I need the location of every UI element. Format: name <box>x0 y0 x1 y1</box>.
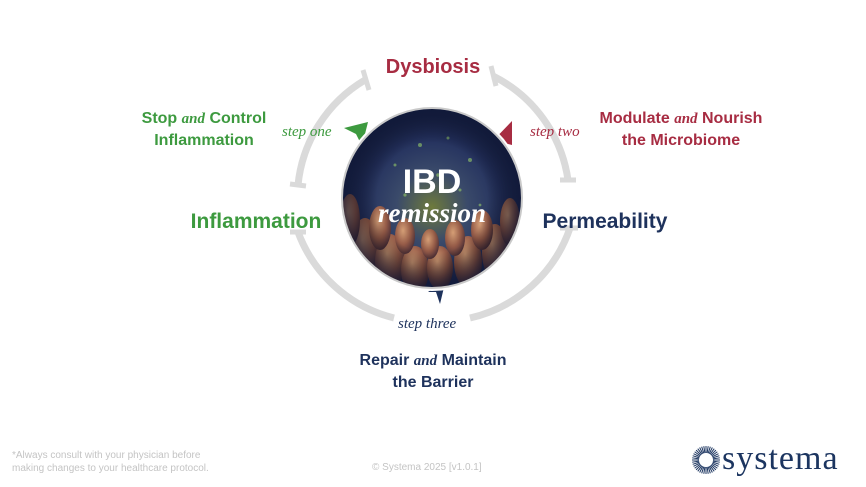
node-dysbiosis: Dysbiosis <box>385 56 481 78</box>
center-subtitle: remission <box>378 198 486 228</box>
action-modulate-w1: Modulate <box>599 110 670 127</box>
ring-arc-left <box>294 230 395 322</box>
sunburst-ray <box>711 463 718 469</box>
sunburst-ray <box>712 461 720 465</box>
action-stop-conn: and <box>181 111 205 127</box>
cycle-ring <box>294 72 574 322</box>
ring-arc-top-right <box>491 72 572 181</box>
sunburst-ray <box>710 464 717 471</box>
ring-end-caps <box>289 65 578 235</box>
sunburst-ray <box>709 448 715 455</box>
node-permeability: Permeability <box>542 210 668 233</box>
disclaimer-line2: making changes to your healthcare protoc… <box>12 463 209 474</box>
sunburst-ray <box>692 457 700 460</box>
sunburst-ray <box>707 446 711 454</box>
action-modulate-conn: and <box>674 111 698 127</box>
sunburst-ray <box>711 451 718 457</box>
sunburst-ray <box>693 453 700 458</box>
action-stop-control: Stop and Control Inflammation <box>126 108 282 151</box>
sunburst-ray <box>695 464 702 471</box>
center-image-circle: IBD remission <box>339 105 525 291</box>
brand-wordmark: systema <box>722 440 839 477</box>
copyright: © Systema 2025 [v1.0.1] <box>372 462 482 473</box>
sunburst-ray <box>703 446 706 454</box>
sunburst-ray <box>699 447 704 454</box>
sunburst-ray <box>697 448 703 455</box>
sunburst-ray <box>701 466 705 474</box>
action-repair-w1: Repair <box>359 352 410 369</box>
action-repair-conn: and <box>413 353 438 369</box>
action-stop-line2: Inflammation <box>154 132 254 149</box>
ring-arc-top-left <box>294 76 367 186</box>
action-repair-line2: the Barrier <box>392 374 474 391</box>
sunburst-ray <box>712 455 720 459</box>
sunburst-ray <box>699 466 704 473</box>
ring-arc-right <box>469 226 574 322</box>
sunburst-ray <box>701 446 705 454</box>
action-repair-w2: Maintain <box>441 352 507 369</box>
disclaimer: *Always consult with your physician befo… <box>12 449 209 475</box>
sunburst-ray <box>703 466 706 474</box>
sunburst-ray <box>712 462 719 467</box>
sunburst-ray <box>706 446 709 454</box>
action-modulate-nourish: Modulate and Nourish the Microbiome <box>582 108 780 151</box>
step-three-label: step three <box>398 316 457 332</box>
sunburst-ray <box>712 457 720 460</box>
sunburst-ray <box>692 460 700 463</box>
step-two-label: step two <box>530 124 580 140</box>
sunburst-ray <box>694 463 701 469</box>
action-repair-maintain: Repair and Maintain the Barrier <box>335 350 531 393</box>
action-modulate-w2: Nourish <box>702 110 763 127</box>
sunburst-ray <box>692 455 700 459</box>
center-title: IBD <box>403 163 462 201</box>
sunburst-ray <box>694 451 701 457</box>
sunburst-ray <box>692 461 700 465</box>
sunburst-logo-icon <box>692 446 720 474</box>
action-stop-w1: Stop <box>141 110 178 127</box>
sunburst-ray <box>708 466 713 473</box>
sunburst-ray <box>708 447 713 454</box>
sunburst-ray <box>707 466 711 474</box>
sunburst-ray <box>706 466 709 474</box>
sunburst-ray <box>695 449 702 456</box>
sunburst-ray <box>697 465 703 472</box>
node-inflammation: Inflammation <box>190 210 322 233</box>
sunburst-ray <box>712 453 719 458</box>
step-one-label: step one <box>282 124 332 140</box>
sunburst-ray <box>693 462 700 467</box>
disclaimer-line1: *Always consult with your physician befo… <box>12 450 201 461</box>
action-stop-w2: Control <box>209 110 267 127</box>
sunburst-ray <box>710 449 717 456</box>
sunburst-ray <box>709 465 715 472</box>
sunburst-ray <box>712 460 720 463</box>
action-modulate-line2: the Microbiome <box>621 132 741 149</box>
